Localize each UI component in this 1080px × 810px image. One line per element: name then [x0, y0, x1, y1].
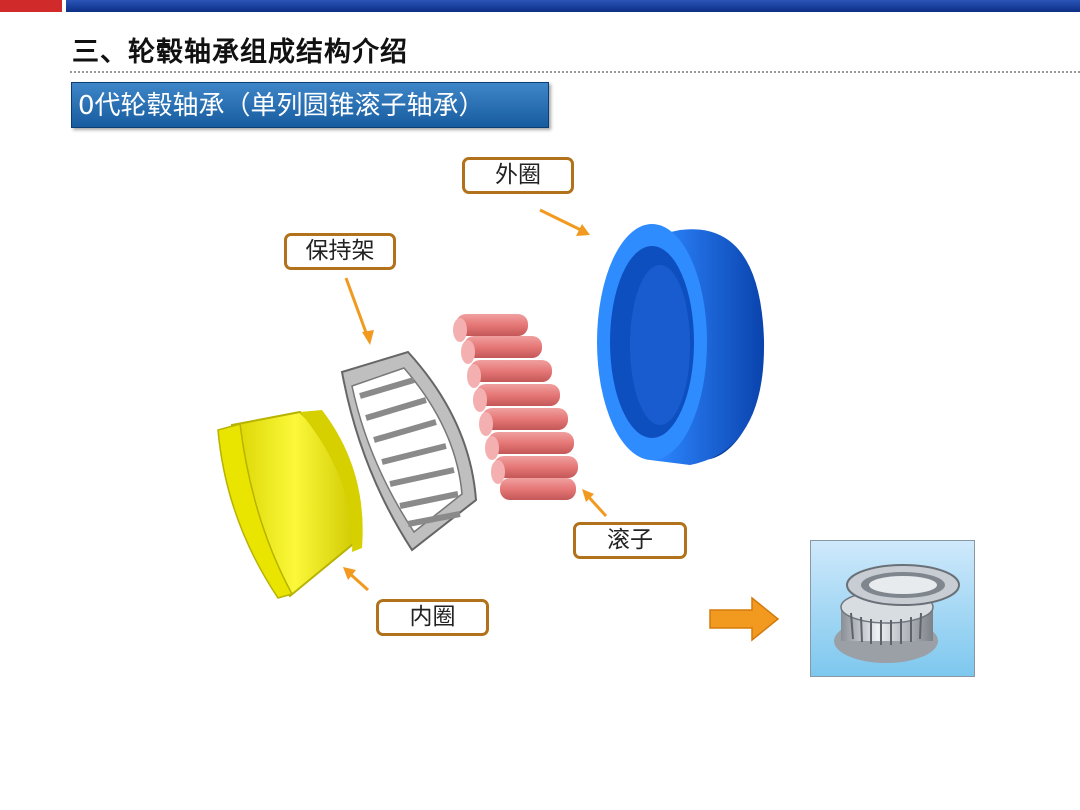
bearing-photo: [810, 540, 975, 677]
outer-ring-part: [597, 224, 765, 465]
page-title: 三、轮毂轴承组成结构介绍: [72, 37, 408, 68]
top-bar-blue: [66, 0, 1080, 12]
top-bar-accent-red: [0, 0, 62, 12]
outer-ring-pointer: [539, 208, 586, 234]
label-inner-ring: 内圈: [376, 599, 489, 636]
rollers-part: [453, 314, 578, 500]
label-roller: 滚子: [573, 522, 687, 559]
label-outer-ring: 外圈: [462, 157, 574, 194]
label-cage: 保持架: [284, 233, 396, 270]
result-arrow-icon: [709, 596, 780, 642]
tapered-roller-bearing-image: [811, 541, 974, 676]
title-divider: [70, 71, 1080, 73]
annotation-arrows: [343, 208, 608, 592]
subtitle-banner: 0代轮毂轴承（单列圆锥滚子轴承）: [71, 82, 549, 128]
cage-part: [340, 350, 478, 552]
inner-ring-part: [217, 410, 363, 599]
cage-pointer: [344, 277, 370, 339]
